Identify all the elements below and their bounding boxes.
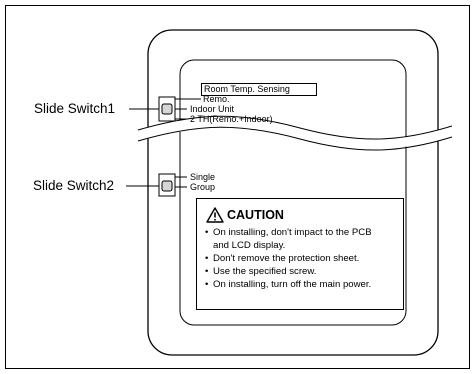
slide-switch2-label: Slide Switch2	[33, 178, 115, 193]
outer-frame	[5, 5, 470, 369]
caution-title: CAUTION	[227, 208, 284, 222]
warning-triangle-icon	[206, 207, 224, 223]
caution-box: CAUTION On installing, don't impact to t…	[196, 198, 404, 310]
break-line-bottom	[137, 126, 453, 151]
room-temp-sensing-header: Room Temp. Sensing	[201, 83, 317, 96]
caution-item-continuation: and LCD display.	[213, 240, 286, 251]
controller-inner-outline	[179, 59, 407, 326]
caution-item: Don't remove the protection sheet.	[205, 252, 372, 265]
slide-switch2-knob	[161, 180, 173, 192]
switch2-option-group: Group	[190, 182, 216, 192]
controller-outer-outline	[147, 29, 439, 356]
slide-switch1-label: Slide Switch1	[34, 101, 116, 116]
caution-item: On installing, turn off the main power.	[205, 278, 372, 291]
caution-item: Use the specified screw.	[205, 265, 372, 278]
switch1-option-indoor-unit: Indoor Unit	[190, 104, 235, 114]
slide-switch1-knob	[161, 103, 173, 115]
caution-item: On installing, don't impact to the PCB	[205, 226, 372, 239]
switch1-option-remo: Remo.	[203, 94, 230, 104]
caution-list: On installing, don't impact to the PCB a…	[205, 226, 372, 291]
switch2-option-single: Single	[190, 172, 216, 182]
break-line-top	[137, 115, 453, 140]
switch1-option-2th: 2 TH(Remo.+Indoor)	[190, 114, 273, 124]
break-band	[138, 116, 452, 149]
